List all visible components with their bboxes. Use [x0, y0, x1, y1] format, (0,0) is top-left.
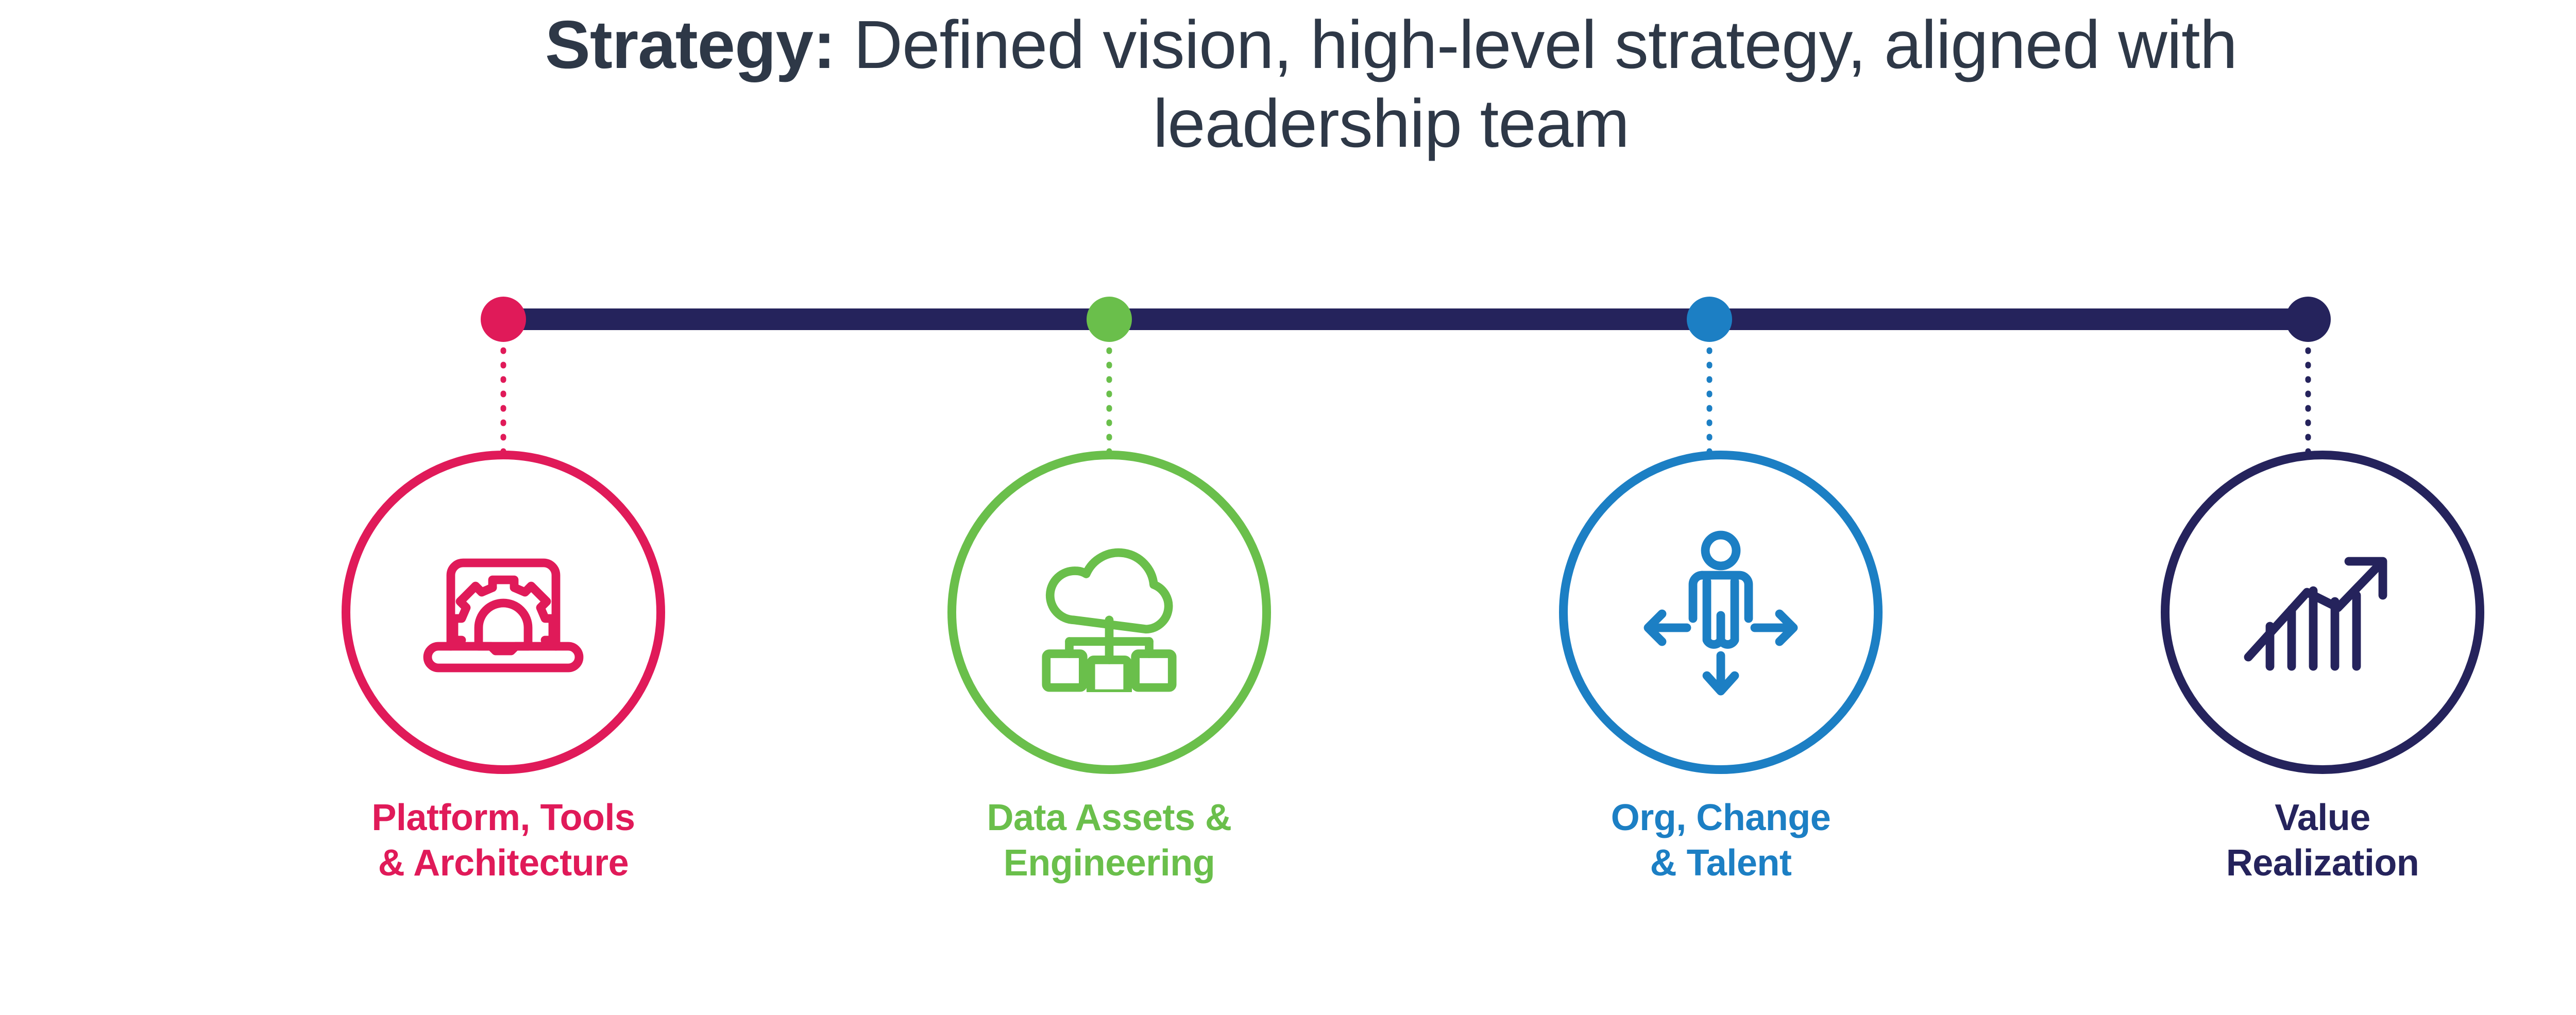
stage-org-change-talent[interactable]: Org, Change & Talent — [1535, 451, 1906, 886]
stage-label-line2: & Architecture — [378, 842, 629, 884]
stage-label-line1: Data Assets & — [987, 797, 1232, 838]
stage-data-assets-engineering[interactable]: Data Assets & Engineering — [924, 451, 1295, 886]
title-strong-prefix: Strategy: — [545, 7, 836, 82]
stage-label-line2: Engineering — [1003, 842, 1215, 884]
stage-icon-circle — [947, 451, 1271, 774]
stage-label-line2: Realization — [2226, 842, 2419, 884]
cloud-network-icon — [1016, 532, 1202, 692]
stage-icon-circle — [2161, 451, 2484, 774]
stage-value-realization[interactable]: Value Realization — [2137, 451, 2508, 886]
stage-label: Value Realization — [2137, 796, 2508, 886]
stage-label-line1: Value — [2275, 797, 2370, 838]
stage-label-line1: Org, Change — [1611, 797, 1831, 838]
stage-label-line1: Platform, Tools — [371, 797, 635, 838]
page-title: Strategy: Defined vision, high-level str… — [0, 0, 2576, 163]
stage-icon-circle — [1559, 451, 1883, 774]
laptop-gear-icon — [411, 535, 596, 690]
stage-platform-tools-architecture[interactable]: Platform, Tools & Architecture — [318, 451, 689, 886]
stage-label: Data Assets & Engineering — [924, 796, 1295, 886]
title-rest-text: Defined vision, high-level strategy, ali… — [835, 7, 2238, 162]
growth-chart-icon — [2230, 527, 2415, 697]
title-text: Strategy: Defined vision, high-level str… — [464, 5, 2318, 163]
person-arrows-icon — [1628, 520, 1814, 705]
stage-label-line2: & Talent — [1650, 842, 1792, 884]
stage-icon-circle — [342, 451, 665, 774]
stage-label: Platform, Tools & Architecture — [318, 796, 689, 886]
stage-label: Org, Change & Talent — [1535, 796, 1906, 886]
